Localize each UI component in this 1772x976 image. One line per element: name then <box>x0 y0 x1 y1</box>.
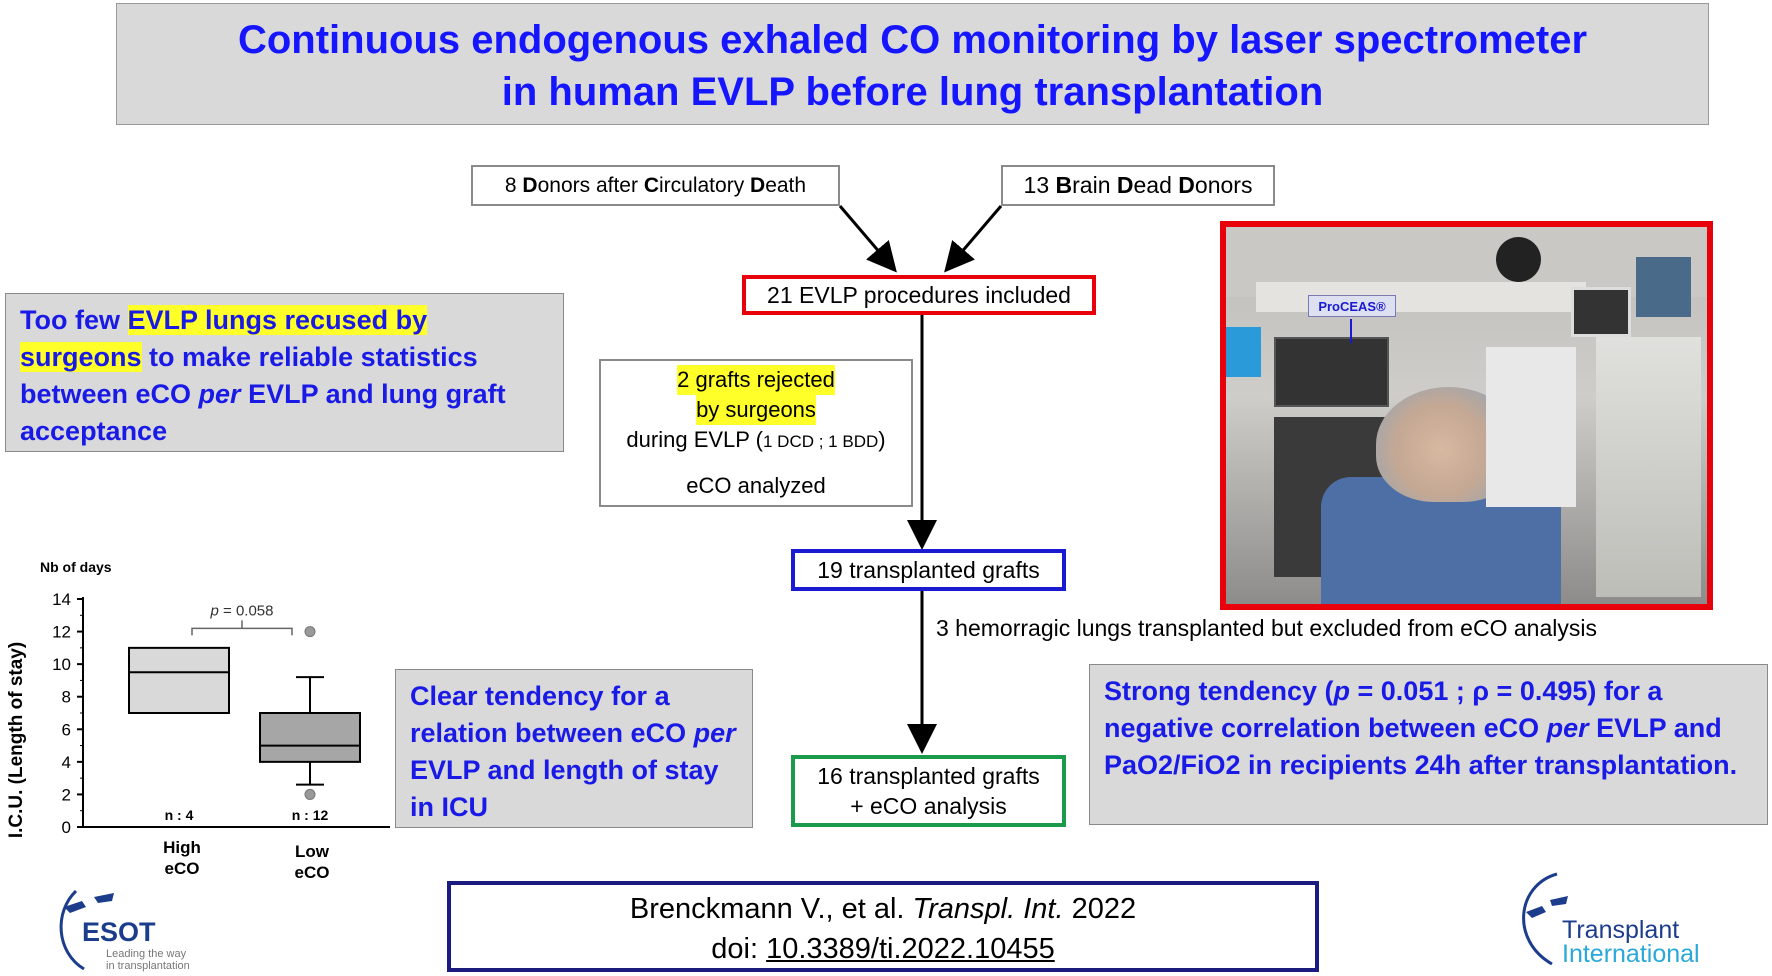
doi-link[interactable]: 10.3389/ti.2022.10455 <box>766 933 1055 965</box>
x-tick-label: eCO <box>295 863 330 880</box>
transplanted-box: 19 transplanted grafts <box>791 549 1066 591</box>
y-tick-label: 4 <box>62 753 71 772</box>
y-tick-label: 0 <box>62 818 71 837</box>
y-tick-label: 2 <box>62 785 71 804</box>
evlp-photo: ProCEAS® <box>1220 221 1713 610</box>
transplanted-text: 19 transplanted grafts <box>817 556 1040 583</box>
rejected-line-1: 2 grafts rejected <box>677 365 835 395</box>
box-1 <box>259 712 361 763</box>
included-text: 21 EVLP procedures included <box>767 281 1071 308</box>
wall-rail <box>1256 282 1586 312</box>
outlier-point <box>304 626 316 638</box>
y-tick-label: 6 <box>62 720 71 739</box>
monitor <box>1571 287 1631 337</box>
outlier-point <box>304 788 316 800</box>
analysis-line-1: 16 transplanted grafts <box>817 763 1040 789</box>
n-label: n : 12 <box>292 807 329 823</box>
rejected-line-3: during EVLP (1 DCD ; 1 BDD) <box>626 427 886 452</box>
y-tick-label: 14 <box>52 590 71 609</box>
arrow-bdd <box>944 205 1003 273</box>
citation-line: Brenckmann V., et al. Transpl. Int. 2022 <box>629 893 1137 925</box>
title-line-2: in human EVLP before lung transplantatio… <box>501 70 1324 114</box>
arrow-dcd <box>838 205 897 273</box>
proceas-device <box>1274 337 1389 407</box>
rejected-line-2: by surgeons <box>696 395 816 425</box>
title-line-1: Continuous endogenous exhaled CO monitor… <box>237 18 1588 62</box>
analysis-line-2: + eCO analysis <box>850 793 1007 819</box>
citation-box: Brenckmann V., et al. Transpl. Int. 2022… <box>447 881 1319 972</box>
ti-text-1: Transplant <box>1562 916 1680 944</box>
ti-text-2: International <box>1562 940 1700 968</box>
n-label: n : 4 <box>165 807 194 823</box>
p-value-annotation: p = 0.058 <box>210 602 274 619</box>
doi-line: doi: 10.3389/ti.2022.10455 <box>711 933 1055 965</box>
box-0 <box>128 646 230 714</box>
y-tick-label: 8 <box>62 688 71 707</box>
proceas-label: ProCEAS® <box>1308 295 1396 317</box>
note-icu: Clear tendency for a relation between eC… <box>395 669 753 828</box>
dcd-box: 8 Donors after Circulatory Death <box>471 165 840 206</box>
bdd-box: 13 Brain Dead Donors <box>1001 165 1275 206</box>
significance-bracket <box>191 620 293 636</box>
x-tick-label: High <box>163 838 201 857</box>
clock-icon <box>1496 237 1541 282</box>
rejected-line-4: eCO analyzed <box>686 473 826 498</box>
dcd-text: 8 Donors after Circulatory Death <box>504 173 807 197</box>
x-tick-label: eCO <box>165 859 200 878</box>
note-pao2: Strong tendency (p = 0.051 ; ρ = 0.495) … <box>1089 664 1768 825</box>
bdd-text: 13 Brain Dead Donors <box>1023 172 1253 198</box>
y-tick-label: 12 <box>52 623 71 642</box>
slide-title: Continuous endogenous exhaled CO monitor… <box>116 3 1709 125</box>
excluded-note: 3 hemorragic lungs transplanted but excl… <box>936 615 1597 641</box>
y-tick-label: 10 <box>52 655 71 674</box>
esot-text: ESOT <box>82 917 156 947</box>
icu-boxplot: Nb of days I.C.U. (Length of stay) 0 2 4 6 8… <box>6 559 390 880</box>
analysis-box: 16 transplanted grafts + eCO analysis <box>791 755 1066 827</box>
transplant-international-logo: Transplant International <box>1512 870 1728 968</box>
x-tick-label: Low <box>295 842 330 861</box>
chart-title: Nb of days <box>40 559 112 575</box>
included-box: 21 EVLP procedures included <box>742 275 1096 315</box>
rejected-box: 2 grafts rejected by surgeons during EVL… <box>599 359 913 507</box>
proceas-arrow <box>1350 319 1352 343</box>
y-axis-label: I.C.U. (Length of stay) <box>6 642 27 838</box>
